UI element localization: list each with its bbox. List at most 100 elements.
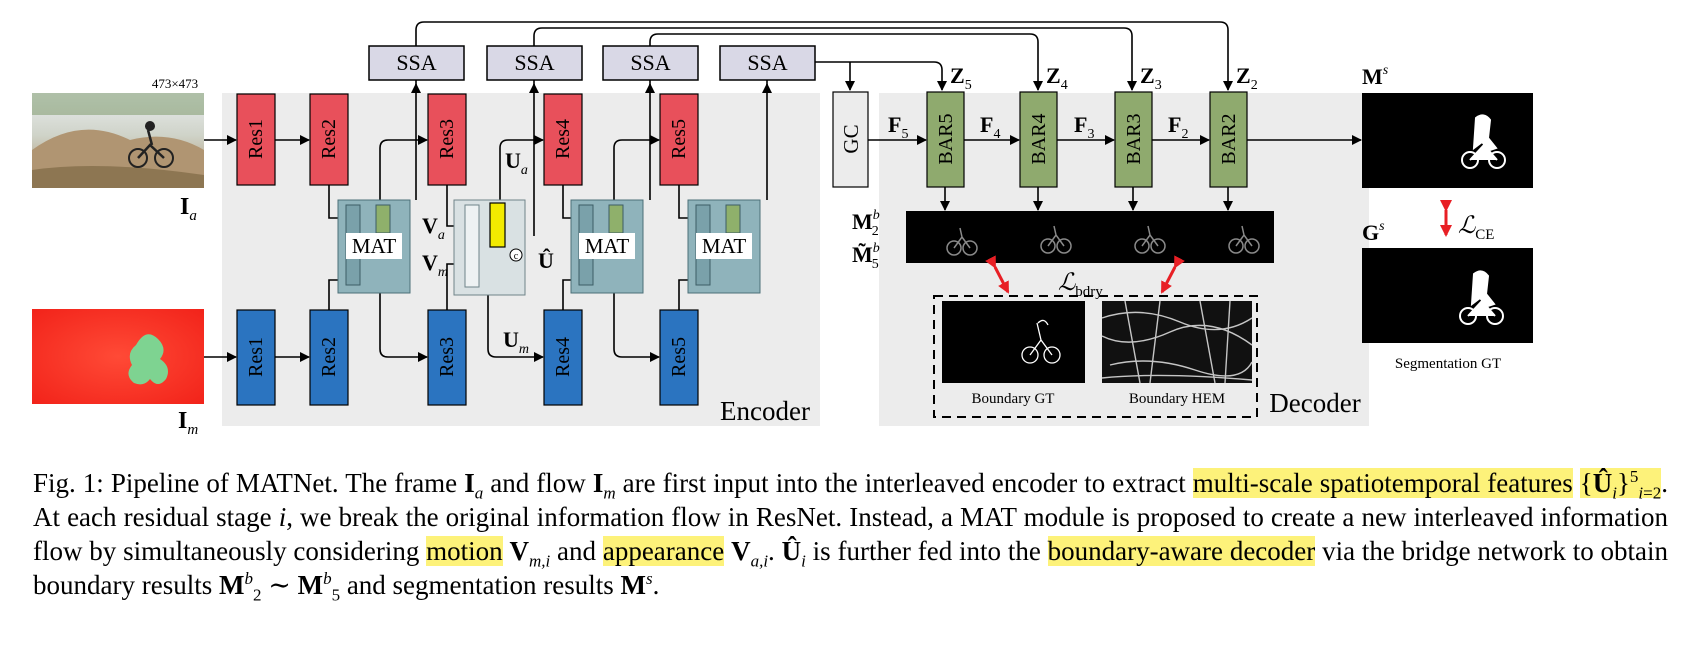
input-appearance-label: Ia xyxy=(180,194,197,224)
svg-text:Res4: Res4 xyxy=(552,119,574,159)
highlight-decoder: boundary-aware decoder xyxy=(1047,536,1316,566)
caption-text: is further fed into the xyxy=(805,536,1048,566)
z4-label: Z4 xyxy=(1046,63,1068,93)
caption-text: . At each residual stage xyxy=(33,468,1668,532)
svg-text:GC: GC xyxy=(839,124,863,153)
svg-text:MAT: MAT xyxy=(585,234,630,258)
input-motion-image xyxy=(32,309,204,404)
boundary-hem-caption: Boundary HEM xyxy=(1129,391,1225,407)
loss-bdry-label: ℒbdry xyxy=(1058,270,1103,300)
svg-text:Res1: Res1 xyxy=(245,337,267,377)
f5-label: F5 xyxy=(888,112,908,142)
caption-text: via the bridge network to obtain boundar… xyxy=(33,536,1669,600)
res-appearance-2: Res2 xyxy=(309,93,349,186)
svg-text:Res5: Res5 xyxy=(668,119,690,159)
res-appearance-4: Res4 xyxy=(543,93,583,186)
input-size-label: 473×473 xyxy=(152,76,198,91)
svg-text:Res5: Res5 xyxy=(668,337,690,377)
res-appearance-3: Res3 xyxy=(427,93,467,186)
bdry-red-arrows xyxy=(985,255,1185,294)
segmentation-output-image xyxy=(1362,93,1533,188)
vm-label: Vm xyxy=(422,250,448,280)
svg-text:SSA: SSA xyxy=(396,50,436,75)
gs-label: Gs xyxy=(1362,219,1385,245)
boundary-hem-image xyxy=(1101,300,1253,384)
bar-block-2: BAR2 xyxy=(1209,91,1248,188)
segmentation-gt-image xyxy=(1362,248,1533,343)
f2-label: F2 xyxy=(1168,112,1188,142)
figure-caption: Fig. 1: Pipeline of MATNet. The frame Ia… xyxy=(33,467,1669,605)
ssa-block-2: SSA xyxy=(486,45,583,81)
ssa-block-1: SSA xyxy=(368,45,465,81)
gc-block: GC xyxy=(832,91,869,188)
ssa-block-4: SSA xyxy=(719,45,816,81)
caption-text: and flow xyxy=(483,468,593,498)
caption-text: Pipeline of MATNet. The frame xyxy=(103,468,465,498)
svg-text:BAR4: BAR4 xyxy=(1028,113,1050,164)
res-appearance-5: Res5 xyxy=(659,93,699,186)
caption-text: . xyxy=(652,570,660,600)
encoder-label: Encoder xyxy=(720,396,810,426)
caption-text: and xyxy=(550,536,603,566)
res-motion-2: Res2 xyxy=(309,309,349,406)
fig-label: Fig. 1: xyxy=(33,468,104,498)
highlight-multi-scale: multi-scale spatiotemporal features xyxy=(1192,468,1573,498)
bar-block-3: BAR3 xyxy=(1114,91,1153,188)
svg-text:SSA: SSA xyxy=(630,50,670,75)
mat-block-3: MAT xyxy=(687,199,761,294)
res-motion-1: Res1 xyxy=(236,309,276,406)
svg-text:BAR2: BAR2 xyxy=(1218,113,1240,164)
svg-text:Res3: Res3 xyxy=(436,119,458,159)
svg-text:Res2: Res2 xyxy=(318,337,340,377)
svg-text:SSA: SSA xyxy=(747,50,787,75)
svg-text:MAT: MAT xyxy=(702,234,747,258)
input-motion-label: Im xyxy=(178,408,198,438)
svg-text:MAT: MAT xyxy=(352,234,397,258)
boundary-supervision-box xyxy=(933,295,1258,418)
mat-detail-block: c xyxy=(453,199,526,296)
boundary-results-strip xyxy=(906,211,1274,263)
res-motion-3: Res3 xyxy=(427,309,467,406)
svg-text:Res2: Res2 xyxy=(318,119,340,159)
ssa-to-bar-connections xyxy=(415,21,1233,91)
encoder-arrows xyxy=(204,80,772,362)
boundary-gt-caption: Boundary GT xyxy=(972,391,1055,407)
res-motion-5: Res5 xyxy=(659,309,699,406)
z5-label: Z5 xyxy=(950,63,972,93)
va-label: Va xyxy=(422,213,445,243)
ms-label: Ms xyxy=(1362,63,1389,89)
svg-text:c: c xyxy=(514,251,519,262)
res-appearance-1: Res1 xyxy=(236,93,276,186)
res-motion-4: Res4 xyxy=(543,309,583,406)
f4-label: F4 xyxy=(980,112,1000,142)
caption-text: and segmentation results xyxy=(340,570,621,600)
segmentation-gt-caption: Segmentation GT xyxy=(1395,356,1501,372)
caption-text: , we break the original information flow… xyxy=(33,502,1668,566)
svg-text:SSA: SSA xyxy=(514,50,554,75)
concat-icon xyxy=(509,248,523,262)
svg-text:Res3: Res3 xyxy=(436,337,458,377)
pipeline-figure: 473×473 Ia Im SSA SSA SSA SSA Res1 Res2 … xyxy=(32,21,1533,438)
decoder-arrows xyxy=(868,135,1362,211)
z2-label: Z2 xyxy=(1236,63,1258,93)
input-appearance-image xyxy=(32,93,204,188)
decoder-label: Decoder xyxy=(1269,388,1360,418)
svg-text:BAR3: BAR3 xyxy=(1123,113,1145,164)
f3-label: F3 xyxy=(1074,112,1094,142)
highlight-motion: motion xyxy=(426,536,503,566)
u-hat-label: Û xyxy=(538,248,554,273)
ua-label: Ua xyxy=(505,148,528,178)
caption-text: are first input into the interleaved enc… xyxy=(615,468,1193,498)
boundary-gt-image xyxy=(942,301,1085,383)
z3-label: Z3 xyxy=(1140,63,1162,93)
mat-block-1: MAT xyxy=(337,199,411,294)
svg-text:BAR5: BAR5 xyxy=(935,113,957,164)
ssa-block-3: SSA xyxy=(602,45,699,81)
mat-block-2: MAT xyxy=(570,199,644,294)
svg-text:Res4: Res4 xyxy=(552,337,574,377)
bar-block-5: BAR5 xyxy=(926,91,965,188)
svg-text:Res1: Res1 xyxy=(245,119,267,159)
um-label: Um xyxy=(503,327,529,357)
